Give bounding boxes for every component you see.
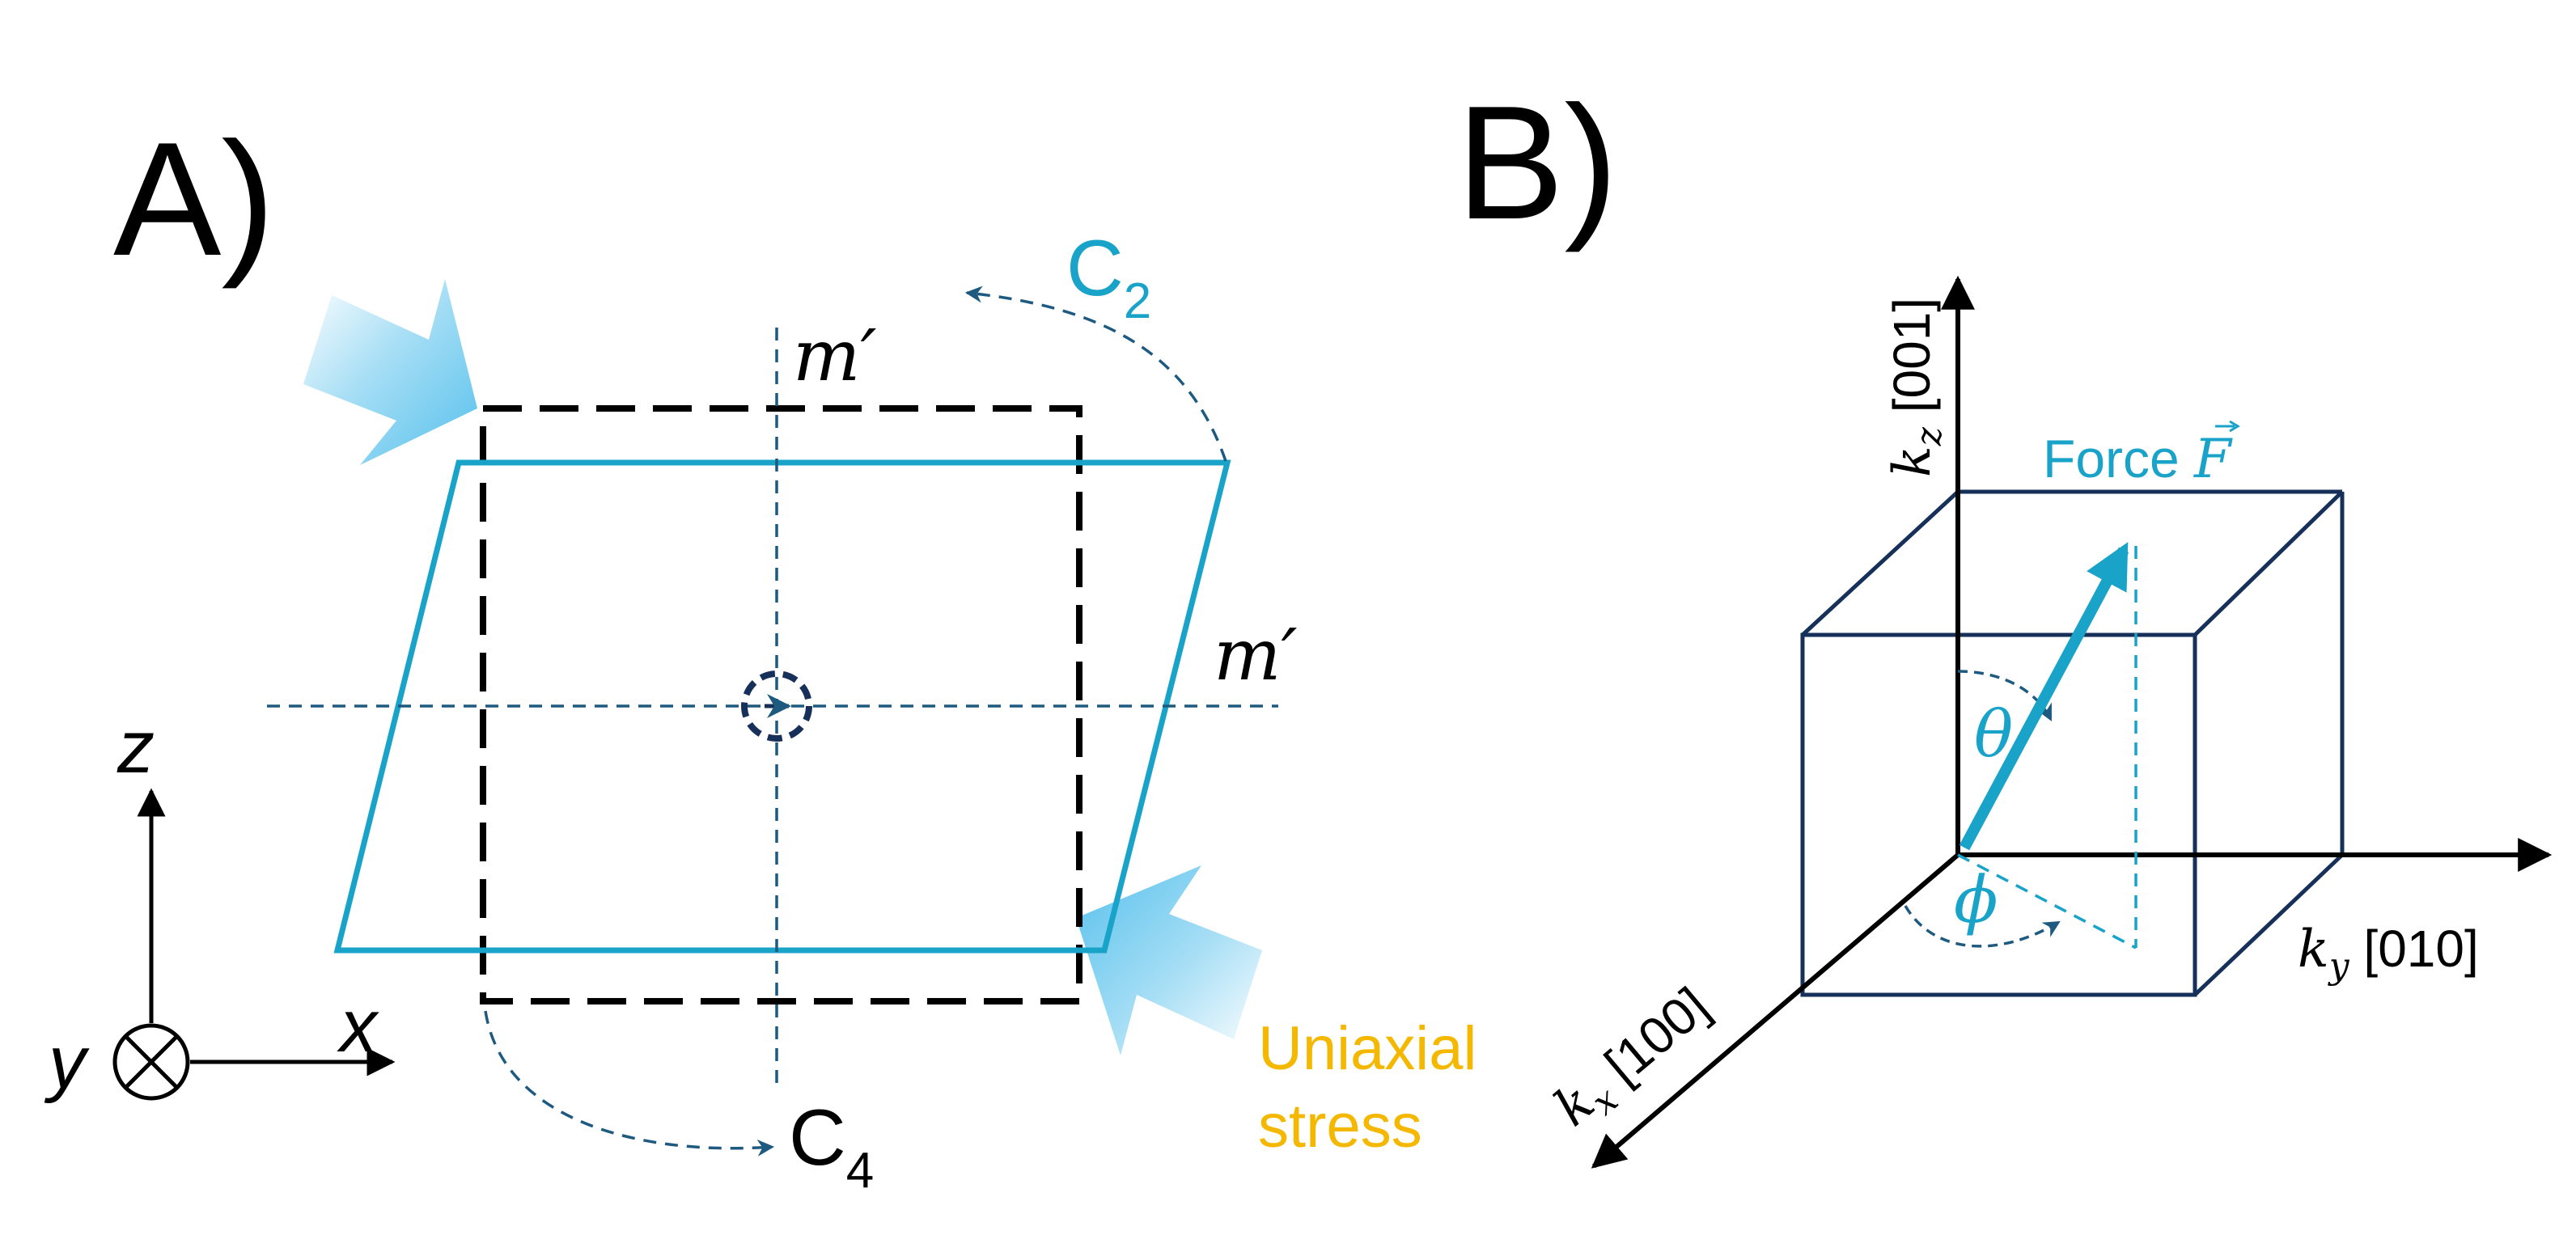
kx-axis <box>1591 852 1960 1169</box>
phi-angle-arc <box>1904 905 2061 948</box>
c2-subscript: 2 <box>1124 273 1151 329</box>
stress-label-line1: Uniaxial <box>1258 1014 1477 1083</box>
theta-label: θ <box>1974 696 2013 772</box>
panel-b-label: B) <box>1456 73 1618 253</box>
mirror-vertical-label: m′ <box>793 314 876 397</box>
force-projection <box>1957 546 2137 950</box>
theta-angle-arc <box>1957 670 2053 721</box>
axis-y-label: y <box>44 1021 90 1104</box>
original-square <box>480 405 1083 1004</box>
axis-x-label: x <box>337 985 379 1068</box>
panel-a-label: A) <box>113 109 275 290</box>
stress-label-line2: stress <box>1258 1092 1422 1161</box>
strained-parallelogram <box>333 459 1231 954</box>
stress-arrow-top-left <box>303 279 477 465</box>
kz-axis-label: kz [001] <box>1883 298 1950 477</box>
into-page-icon <box>112 1023 190 1101</box>
axis-z-label: z <box>117 706 155 789</box>
c4-rotation-arc <box>484 1010 775 1157</box>
k-axes <box>1591 275 2553 1169</box>
force-symbol: F <box>2193 428 2233 490</box>
c4-subscript: 4 <box>846 1143 874 1199</box>
ky-axis-label: ky [010] <box>2298 920 2479 987</box>
mirror-horizontal-label: m′ <box>1214 613 1297 696</box>
cube <box>1800 489 2345 997</box>
rotation-center-icon <box>741 670 812 742</box>
c2-label: C2 <box>1066 223 1151 329</box>
vector-arrow-icon <box>2215 420 2240 433</box>
kx-axis-label: kx [100] <box>1544 976 1726 1144</box>
force-label: Force F <box>2043 428 2233 490</box>
phi-label: ϕ <box>1954 862 1998 937</box>
stress-arrow-bottom-right <box>1076 865 1262 1055</box>
c4-label: C4 <box>789 1093 874 1199</box>
coordinate-axes <box>112 788 396 1101</box>
c2-rotation-arc <box>964 285 1227 462</box>
force-vector <box>1959 542 2129 851</box>
